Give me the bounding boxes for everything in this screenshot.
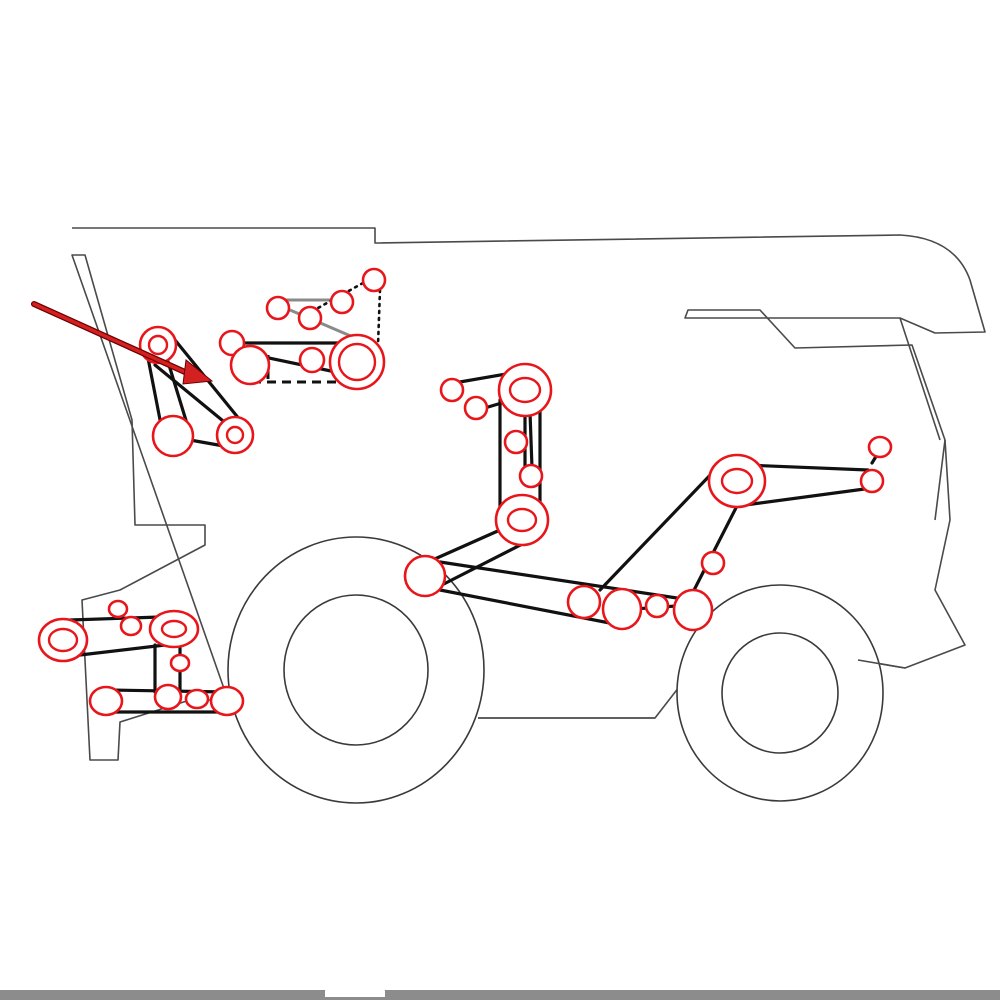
belt — [68, 615, 162, 622]
pulley — [700, 550, 726, 576]
pulley — [298, 346, 326, 374]
pulley — [566, 584, 602, 620]
belt — [528, 410, 534, 470]
pulley — [518, 463, 544, 489]
bottom-notch — [325, 985, 385, 997]
pulley — [329, 289, 355, 315]
rear-rim — [721, 632, 839, 754]
pointer-arrow — [31, 301, 214, 385]
pulley — [859, 468, 885, 494]
belt — [598, 468, 717, 592]
bottom-bar — [0, 990, 1000, 1000]
pulley — [37, 617, 89, 663]
pulley — [151, 414, 195, 458]
pulley-hub — [506, 507, 538, 533]
pulley — [88, 685, 124, 717]
pulley-hub — [47, 627, 79, 653]
pulley — [209, 685, 245, 717]
belt — [743, 486, 874, 507]
belt — [78, 643, 167, 657]
pulley-hub — [225, 425, 245, 445]
pulley — [644, 593, 670, 619]
pulley — [867, 435, 893, 459]
pulley — [107, 599, 129, 619]
pulley — [265, 295, 291, 321]
pulley — [153, 683, 183, 711]
pulley — [403, 554, 447, 598]
belt-dotted — [376, 288, 382, 347]
pulley — [707, 453, 767, 509]
pulley-hub — [508, 376, 542, 404]
pulley-group — [37, 267, 893, 717]
pulley-hub — [147, 334, 169, 356]
pulley — [497, 362, 553, 418]
belt — [438, 588, 622, 627]
arrow-shaft-highlight — [32, 302, 198, 379]
machine-body-outline — [71, 227, 986, 761]
belt — [743, 463, 870, 472]
pulley — [601, 587, 643, 631]
rear-wheel — [676, 584, 884, 802]
pulley — [119, 615, 143, 637]
pulley — [672, 588, 714, 632]
pulley — [148, 609, 200, 649]
pulley — [439, 377, 465, 403]
underside-line — [478, 659, 906, 719]
belt — [438, 560, 692, 602]
rear-panel-line — [899, 317, 946, 521]
pulley — [169, 653, 191, 673]
arrow-head — [182, 359, 214, 385]
belt — [153, 363, 230, 427]
pulley — [297, 305, 323, 331]
front-rim — [283, 594, 429, 746]
pulley — [229, 344, 271, 386]
pulley — [503, 429, 529, 455]
pulley-hub — [160, 619, 188, 639]
belt — [146, 356, 164, 432]
pulley — [361, 267, 387, 293]
pulley — [215, 415, 255, 455]
pulley — [463, 395, 489, 421]
belt — [688, 498, 742, 600]
pulley-hub — [720, 467, 754, 495]
front-wheel — [227, 536, 485, 804]
pulley — [184, 688, 210, 710]
pulley-hub — [337, 342, 377, 382]
pulley — [494, 493, 550, 547]
